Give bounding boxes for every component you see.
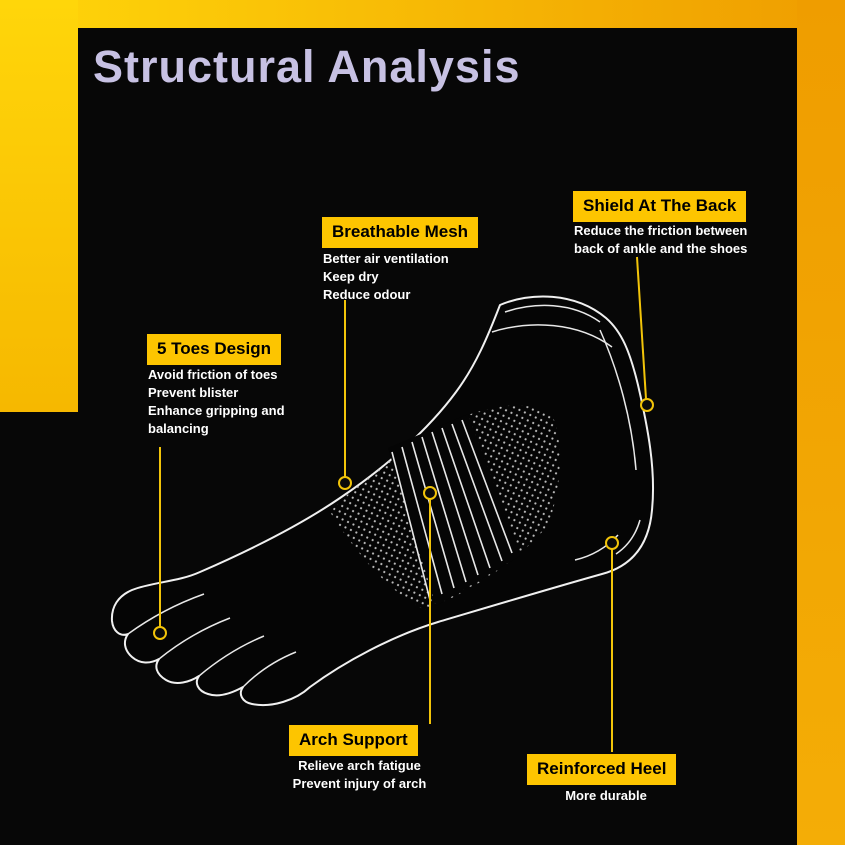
callout-line: back of ankle and the shoes — [574, 241, 748, 256]
callout-label-five-toes-design: 5 Toes Design — [147, 334, 281, 365]
callout-label-arch-support: Arch Support — [289, 725, 418, 756]
callout-line: Avoid friction of toes — [148, 367, 278, 382]
cuff-lines — [491, 304, 637, 471]
callout-lines-five-toes-design: Avoid friction of toes Prevent blister E… — [148, 366, 303, 438]
marker-shield-at-the-back — [640, 398, 654, 412]
callout-lines-breathable-mesh: Better air ventilation Keep dry Reduce o… — [323, 250, 498, 304]
frame-top-bar — [0, 0, 845, 28]
callout-line: Keep dry — [323, 269, 379, 284]
callout-line: Better air ventilation — [323, 251, 449, 266]
marker-breathable-mesh — [338, 476, 352, 490]
callout-label-breathable-mesh: Breathable Mesh — [322, 217, 479, 248]
leader-lines — [159, 256, 647, 752]
callout-lines-arch-support: Relieve arch fatigue Prevent injury of a… — [272, 757, 447, 793]
callout-line: Relieve arch fatigue — [298, 758, 421, 773]
marker-reinforced-heel — [605, 536, 619, 550]
callout-line: Reduce odour — [323, 287, 411, 302]
frame-left-bar — [0, 0, 78, 412]
toe-creases — [127, 593, 297, 688]
callout-label-shield-at-the-back: Shield At The Back — [573, 191, 747, 222]
marker-five-toes-design — [153, 626, 167, 640]
callout-line: Reduce the friction between — [574, 223, 748, 238]
frame-right-bar — [797, 0, 845, 845]
callout-lines-reinforced-heel: More durable — [527, 787, 685, 805]
callout-line: Enhance gripping and balancing — [148, 403, 285, 436]
callout-line: Prevent injury of arch — [292, 776, 427, 791]
callout-line: More durable — [565, 788, 647, 803]
arch-rib-lines — [391, 419, 513, 601]
marker-arch-support — [423, 486, 437, 500]
leader-line-shield-at-the-back — [636, 256, 647, 400]
marker-circles — [153, 398, 654, 640]
page-title: Structural Analysis — [93, 41, 521, 92]
callout-lines-shield-at-the-back: Reduce the friction between back of ankl… — [574, 222, 774, 258]
callout-line: Prevent blister — [148, 385, 239, 400]
callout-label-reinforced-heel: Reinforced Heel — [527, 754, 677, 785]
